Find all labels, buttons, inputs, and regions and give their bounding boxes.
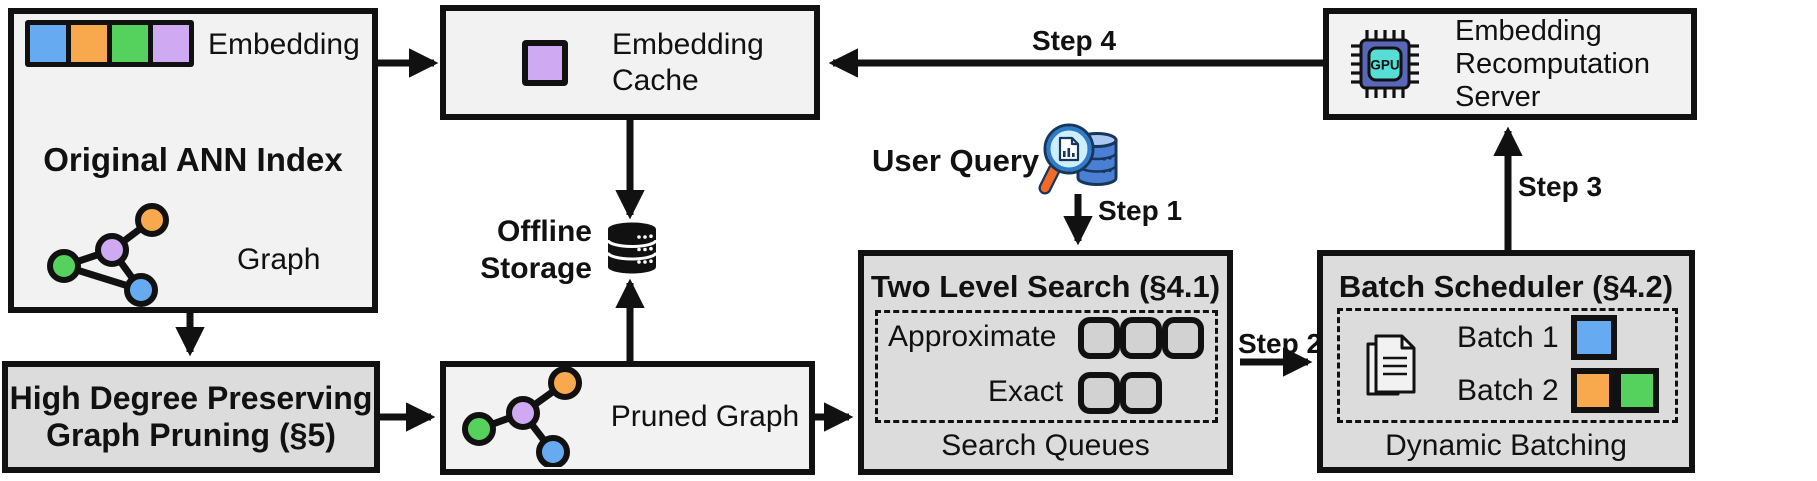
gpu-label: GPU: [1370, 58, 1399, 73]
step2-label: Step 2: [1238, 328, 1323, 359]
cache-label-line1: Embedding: [612, 27, 764, 61]
step3-label: Step 3: [1518, 171, 1603, 202]
server-label-line3: Server: [1455, 80, 1541, 113]
pruning-title-line2: Graph Pruning (§5): [46, 417, 336, 453]
server-label-line2: Recomputation: [1455, 47, 1651, 80]
recomputation-server-box: GPU Embedding Recomputation Server: [1323, 8, 1697, 120]
cached-embedding-icon: [522, 39, 568, 86]
embedding-cache-box: Embedding Cache: [440, 5, 820, 120]
step1-label: Step 1: [1098, 195, 1183, 226]
batch2-label: Batch 2: [1457, 374, 1559, 407]
batch2-items: [1571, 368, 1659, 413]
graph-icon: [47, 203, 169, 307]
pruned-graph-label: Pruned Graph: [610, 400, 800, 433]
documents-icon: [1366, 334, 1416, 396]
queue-slot: [1162, 317, 1204, 359]
queue-slot: [1078, 372, 1120, 414]
embedding-cell-green: [112, 25, 148, 62]
approximate-queue: [1078, 317, 1204, 359]
batch1-item-blue: [1571, 315, 1617, 360]
approximate-label: Approximate: [888, 320, 1057, 353]
two-level-search-box: Two Level Search (§4.1) Approximate Exac…: [858, 250, 1233, 475]
queue-slot: [1078, 317, 1120, 359]
batch-scheduler-box: Batch Scheduler (§4.2) Batch 1 Batch 2 D…: [1317, 250, 1695, 473]
gpu-chip-icon: GPU: [1351, 30, 1419, 98]
original-ann-index-box: Embedding Original ANN Index Graph: [8, 8, 378, 313]
original-index-title: Original ANN Index: [43, 141, 343, 178]
embedding-cell-blue: [30, 25, 66, 62]
two-level-search-title: Two Level Search (§4.1): [870, 269, 1221, 304]
database-icon: [606, 222, 658, 274]
queue-slot: [1120, 372, 1162, 414]
search-queues-caption: Search Queues: [941, 429, 1150, 462]
user-query-label: User Query: [872, 143, 1040, 178]
embedding-vector-icon: [25, 20, 194, 67]
graph-label: Graph: [237, 243, 321, 276]
step4-label: Step 4: [1031, 25, 1117, 56]
pruning-title-line1: High Degree Preserving: [9, 380, 373, 416]
dynamic-batching-panel: Batch 1 Batch 2: [1337, 308, 1678, 423]
queue-slot: [1120, 317, 1162, 359]
offline-storage-label: Offline Storage: [480, 215, 592, 285]
batch1-label: Batch 1: [1457, 321, 1559, 354]
graph-pruning-box: High Degree Preserving Graph Pruning (§5…: [2, 361, 380, 473]
batch2-item-green: [1615, 368, 1659, 413]
embedding-cell-purple: [153, 25, 189, 62]
pruned-graph-icon: [462, 367, 582, 467]
embedding-label: Embedding: [208, 28, 360, 61]
batch2-item-orange: [1571, 368, 1615, 413]
cache-label-line2: Cache: [612, 63, 699, 97]
query-search-icon: [1038, 123, 1118, 195]
exact-queue: [1078, 372, 1162, 414]
batch-scheduler-title: Batch Scheduler (§4.2): [1338, 269, 1674, 304]
pruned-graph-box: Pruned Graph: [440, 361, 815, 475]
search-queues-panel: Approximate Exact: [875, 310, 1218, 423]
dynamic-batching-caption: Dynamic Batching: [1385, 429, 1627, 462]
server-label-line1: Embedding: [1455, 14, 1602, 47]
embedding-cell-orange: [71, 25, 107, 62]
exact-label: Exact: [988, 375, 1064, 408]
